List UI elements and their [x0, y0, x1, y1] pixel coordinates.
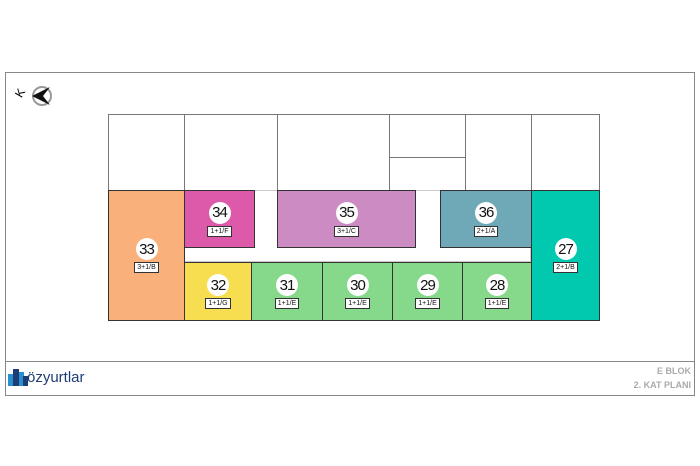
unit-type: 2+1/B	[553, 262, 578, 273]
room	[389, 114, 466, 158]
logo-icon	[8, 366, 28, 386]
plan-frame	[5, 72, 695, 396]
unit-number: 30	[346, 274, 369, 296]
unit-type: 3+1/B	[134, 262, 159, 273]
unit-30[interactable]: 30 1+1/E	[322, 262, 393, 321]
compass-label: K	[11, 86, 29, 100]
unit-number: 27	[554, 238, 577, 260]
unit-type: 2+1/A	[473, 225, 499, 237]
compass-icon: K	[11, 82, 56, 110]
unit-number: 34	[208, 201, 231, 224]
room	[465, 114, 532, 191]
unit-type: 1+1/E	[484, 298, 510, 309]
unit-type: 1+1/E	[274, 298, 300, 309]
footer-divider	[5, 361, 695, 362]
unit-31[interactable]: 31 1+1/E	[251, 262, 323, 321]
room	[184, 114, 278, 191]
unit-type: 1+1/E	[415, 298, 440, 309]
room	[531, 114, 600, 191]
unit-number: 29	[416, 274, 439, 296]
unit-29[interactable]: 29 1+1/E	[392, 262, 463, 321]
block-name: E BLOK	[656, 366, 691, 376]
room	[277, 114, 390, 191]
unit-27[interactable]: 27 2+1/B	[531, 190, 600, 321]
room	[389, 157, 466, 191]
unit-type: 1+1/G	[205, 298, 231, 309]
unit-28[interactable]: 28 1+1/E	[462, 262, 532, 321]
unit-33[interactable]: 33 3+1/B	[108, 190, 185, 321]
unit-number: 31	[276, 274, 298, 296]
unit-type: 3+1/C	[334, 225, 359, 237]
room	[108, 114, 185, 191]
unit-number: 33	[135, 238, 158, 260]
unit-type: 1+1/E	[345, 298, 370, 309]
unit-number: 36	[475, 201, 497, 224]
unit-number: 28	[486, 274, 508, 296]
logo-text: özyurtlar	[27, 369, 85, 386]
plan-title: E BLOK 2. KAT PLANI	[634, 364, 691, 392]
floor-name: 2. KAT PLANI	[633, 380, 691, 390]
unit-number: 32	[207, 274, 229, 296]
unit-32[interactable]: 32 1+1/G	[184, 262, 252, 321]
unit-type: 1+1/F	[207, 225, 232, 237]
unit-number: 35	[335, 201, 358, 224]
